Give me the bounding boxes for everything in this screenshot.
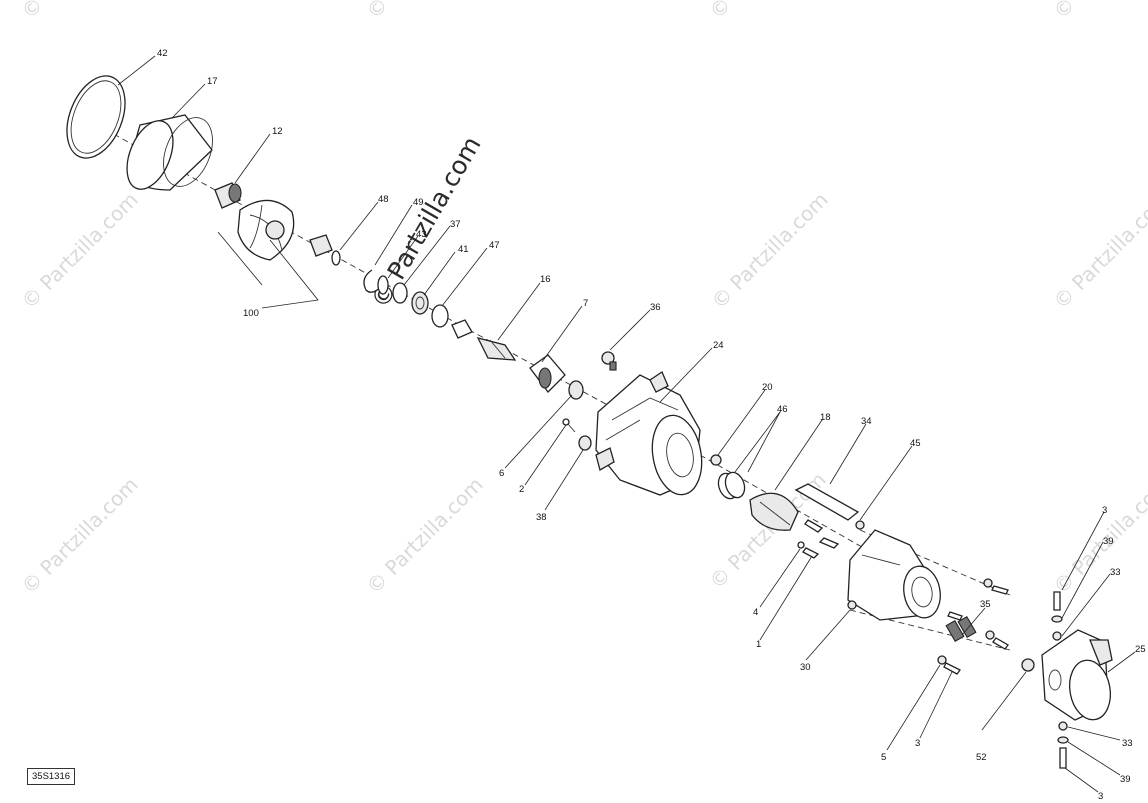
callout-100: 100 <box>243 308 259 319</box>
drawing-id-label: 35S1316 <box>27 768 76 785</box>
callout-47: 47 <box>489 240 500 251</box>
callout-3-bottom: 3 <box>915 738 920 749</box>
part-7-bearing <box>529 354 566 393</box>
watermark-text: © Partzilla.com <box>1049 187 1148 313</box>
callout-20: 20 <box>762 382 773 393</box>
callout-labels: 42 17 12 48 49 43 37 41 47 100 16 7 36 2… <box>157 48 1146 802</box>
callout-33-top: 33 <box>1110 567 1121 578</box>
watermark-copyright: © <box>705 0 736 24</box>
callout-16: 16 <box>540 274 551 285</box>
part-41-seal <box>411 291 429 315</box>
callout-37: 37 <box>450 219 461 230</box>
part-34-tie-bar <box>794 483 860 521</box>
part-35-pins <box>945 615 977 643</box>
callout-24: 24 <box>713 340 724 351</box>
callout-34: 34 <box>861 416 872 427</box>
part-30-venturi <box>847 520 941 621</box>
callout-35: 35 <box>980 599 991 610</box>
callout-46: 46 <box>777 404 788 415</box>
callout-12: 12 <box>272 126 283 137</box>
part-52-bushing <box>1021 658 1035 672</box>
callout-52: 52 <box>976 752 987 763</box>
callout-36: 36 <box>650 302 661 313</box>
callout-18: 18 <box>820 412 831 423</box>
part-42-wear-ring <box>66 75 126 159</box>
watermark-text: © Partzilla.com <box>17 472 143 598</box>
watermark-copyright: © <box>1049 0 1080 24</box>
watermark-text: © Partzilla.com <box>707 187 833 313</box>
callout-30: 30 <box>800 662 811 673</box>
watermark-copyright: © <box>362 0 393 24</box>
callout-1: 1 <box>756 639 761 650</box>
leader-lines <box>117 55 1136 793</box>
callout-5: 5 <box>881 752 886 763</box>
callout-43: 43 <box>416 229 427 240</box>
watermark-copyright: © <box>17 0 48 24</box>
watermark-text: © Partzilla.com <box>17 187 143 313</box>
callout-33-bottom: 33 <box>1122 738 1133 749</box>
callout-38: 38 <box>536 512 547 523</box>
part-17-liner <box>126 114 213 191</box>
small-rings <box>331 250 473 339</box>
callout-25: 25 <box>1135 644 1146 655</box>
callout-39-top: 39 <box>1103 536 1114 547</box>
venturi-bolts <box>937 578 1009 675</box>
watermark-text: © Partzilla.com <box>362 472 488 598</box>
parts-20-46 <box>710 454 746 500</box>
callout-2: 2 <box>519 484 524 495</box>
nozzle-bolts <box>1051 591 1069 769</box>
callout-3-corner: 3 <box>1098 791 1103 802</box>
callout-41: 41 <box>458 244 469 255</box>
callout-7: 7 <box>583 298 588 309</box>
part-18-cone <box>749 492 799 531</box>
callout-3-top: 3 <box>1102 505 1107 516</box>
part-25-nozzle <box>1041 629 1113 721</box>
callout-6: 6 <box>499 468 504 479</box>
callout-17: 17 <box>207 76 218 87</box>
part-37-ring <box>392 282 408 304</box>
part-12-cone <box>214 182 242 209</box>
callout-39-bottom: 39 <box>1120 774 1131 785</box>
callout-45: 45 <box>910 438 921 449</box>
callout-4: 4 <box>753 607 758 618</box>
watermark-text: © Partzilla.com <box>1049 472 1148 598</box>
part-48-ring <box>331 250 341 266</box>
fasteners-6-2-38 <box>562 380 592 451</box>
part-36-plug <box>601 351 617 371</box>
part-43-ring <box>377 275 389 295</box>
part-16-shaft <box>476 337 517 361</box>
callout-48: 48 <box>378 194 389 205</box>
screws-4-1 <box>797 519 840 559</box>
part-24-pump-housing <box>595 371 703 496</box>
part-47-ring <box>431 304 449 328</box>
callout-49: 49 <box>413 197 424 208</box>
part-100-impeller <box>237 199 333 261</box>
callout-42: 42 <box>157 48 168 59</box>
